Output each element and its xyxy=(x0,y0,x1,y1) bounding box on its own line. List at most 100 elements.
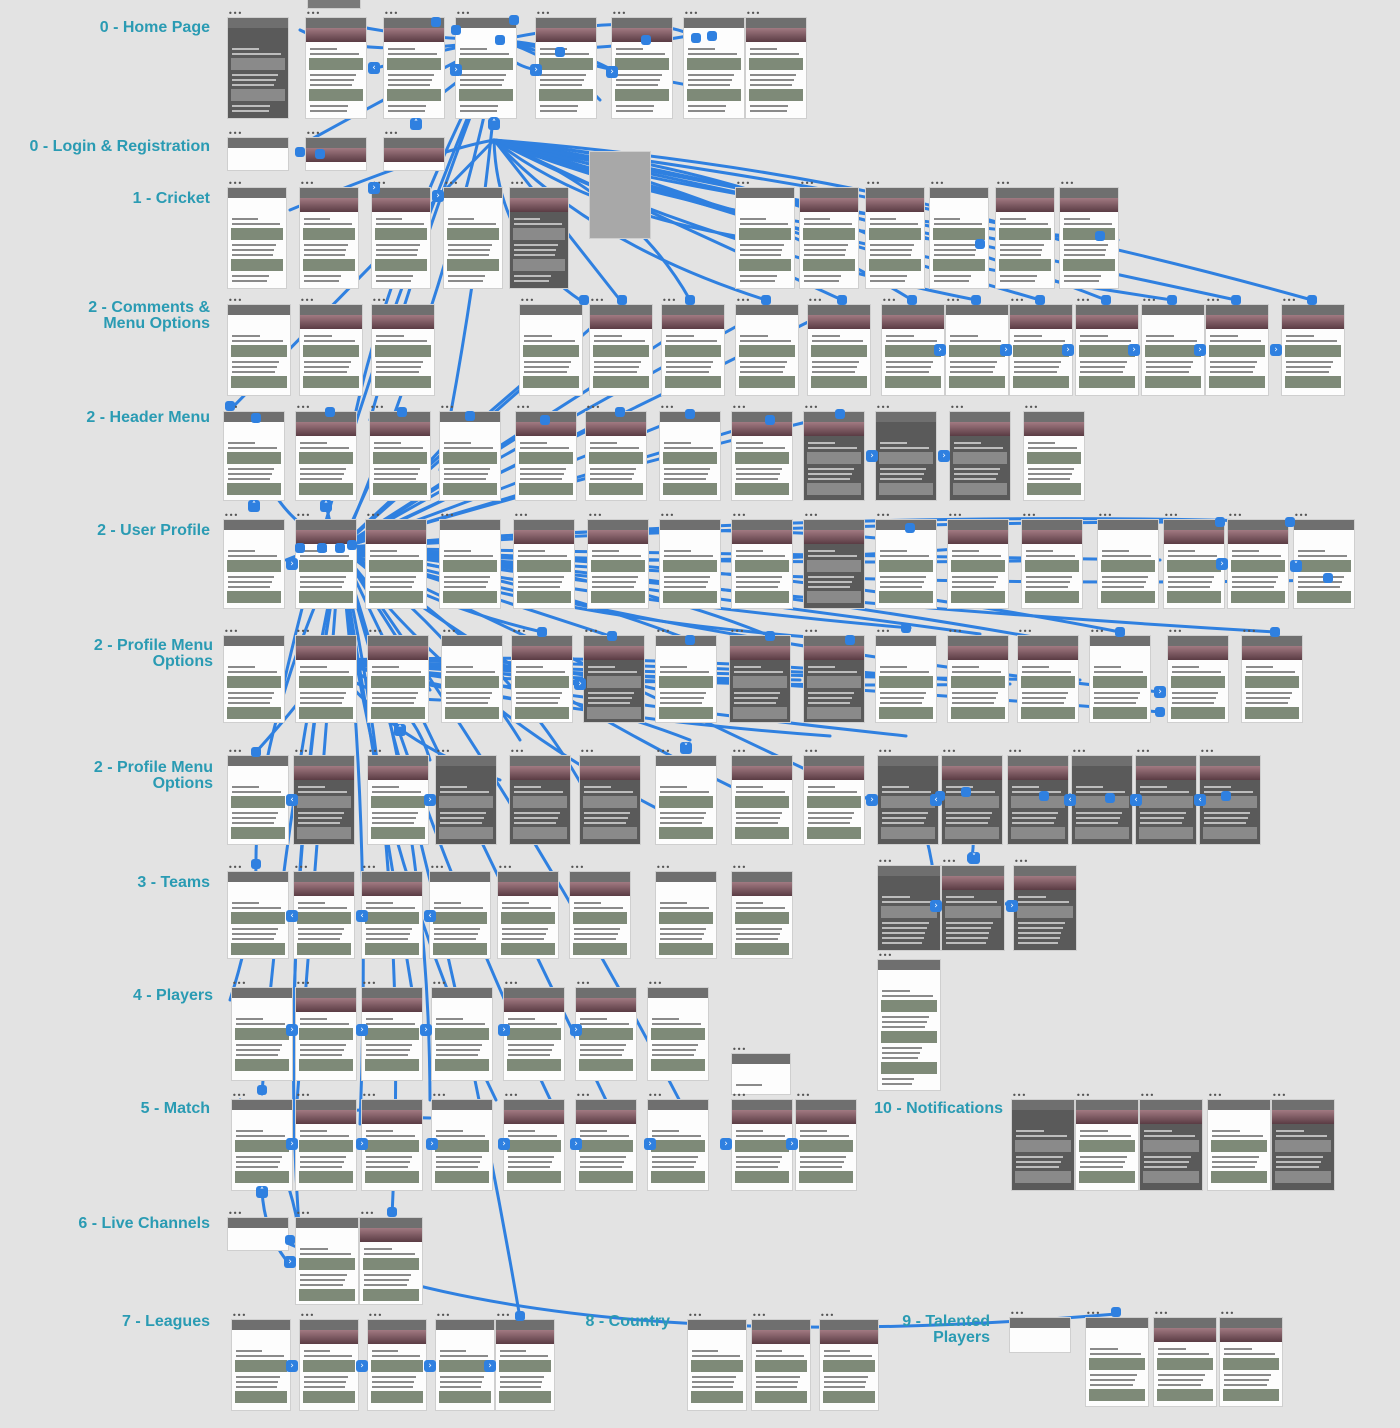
screen-artboard[interactable]: ••• xyxy=(796,1092,856,1190)
screen-artboard[interactable]: ••• xyxy=(570,864,630,958)
screen-artboard[interactable]: ••• xyxy=(660,404,720,500)
artboard-menu-icon[interactable]: ••• xyxy=(684,9,699,18)
screen-artboard[interactable]: ••• xyxy=(510,180,568,288)
screen-artboard[interactable]: ••• xyxy=(1008,748,1068,844)
screen-artboard[interactable]: ••• xyxy=(440,512,500,608)
artboard-menu-icon[interactable]: ••• xyxy=(950,403,965,412)
link-hotspot[interactable] xyxy=(325,407,335,417)
screen-artboard[interactable]: ••• xyxy=(946,297,1008,395)
artboard-menu-icon[interactable]: ••• xyxy=(942,857,957,866)
artboard-menu-icon[interactable]: ••• xyxy=(660,511,675,520)
screen-artboard[interactable]: ••• xyxy=(368,748,428,844)
screen-artboard[interactable]: ••• xyxy=(876,628,936,722)
transition-down-icon[interactable]: ˅ xyxy=(1290,560,1302,572)
transition-right-icon[interactable]: › xyxy=(1216,558,1228,570)
screen-artboard[interactable]: ••• xyxy=(520,297,582,395)
artboard-menu-icon[interactable]: ••• xyxy=(510,747,525,756)
artboard-menu-icon[interactable]: ••• xyxy=(1282,296,1297,305)
link-hotspot[interactable] xyxy=(1111,1307,1121,1317)
artboard-menu-icon[interactable]: ••• xyxy=(294,747,309,756)
screen-artboard[interactable]: ••• xyxy=(1208,1092,1270,1190)
link-hotspot[interactable] xyxy=(907,295,917,305)
screen-artboard[interactable]: ••• xyxy=(232,1312,290,1410)
artboard-menu-icon[interactable]: ••• xyxy=(688,1311,703,1320)
artboard-menu-icon[interactable]: ••• xyxy=(796,1091,811,1100)
screen-artboard[interactable]: ••• xyxy=(688,1312,746,1410)
artboard-menu-icon[interactable]: ••• xyxy=(1060,179,1075,188)
screen-artboard[interactable]: ••• xyxy=(1200,748,1260,844)
artboard-menu-icon[interactable]: ••• xyxy=(440,403,455,412)
screen-artboard[interactable]: ••• xyxy=(224,512,284,608)
artboard-menu-icon[interactable]: ••• xyxy=(580,747,595,756)
screen-artboard[interactable]: ••• xyxy=(1018,628,1078,722)
artboard-menu-icon[interactable]: ••• xyxy=(804,403,819,412)
screen-artboard[interactable]: ••• xyxy=(662,297,724,395)
artboard-menu-icon[interactable]: ••• xyxy=(942,747,957,756)
screen-artboard[interactable]: ••• xyxy=(800,180,858,288)
link-hotspot[interactable] xyxy=(347,540,357,550)
transition-left-icon[interactable]: ‹ xyxy=(356,910,368,922)
transition-right-icon[interactable]: › xyxy=(286,1138,298,1150)
link-hotspot[interactable] xyxy=(765,631,775,641)
screen-artboard[interactable]: ••• xyxy=(660,512,720,608)
screen-artboard[interactable]: ••• xyxy=(306,10,366,118)
link-hotspot[interactable] xyxy=(1039,791,1049,801)
screen-artboard[interactable]: ••• xyxy=(1282,297,1344,395)
artboard-menu-icon[interactable]: ••• xyxy=(930,179,945,188)
screen-artboard[interactable]: ••• xyxy=(1140,1092,1202,1190)
screen-artboard[interactable]: ••• xyxy=(656,748,716,844)
artboard-menu-icon[interactable]: ••• xyxy=(648,1091,663,1100)
artboard-menu-icon[interactable]: ••• xyxy=(1010,1309,1025,1318)
link-hotspot[interactable] xyxy=(555,47,565,57)
transition-right-icon[interactable]: › xyxy=(1062,344,1074,356)
transition-right-icon[interactable]: › xyxy=(484,1360,496,1372)
link-hotspot[interactable] xyxy=(540,415,550,425)
link-hotspot[interactable] xyxy=(685,409,695,419)
artboard-menu-icon[interactable]: ••• xyxy=(514,511,529,520)
artboard-menu-icon[interactable]: ••• xyxy=(732,747,747,756)
screen-artboard[interactable]: ••• xyxy=(296,404,356,500)
artboard-menu-icon[interactable]: ••• xyxy=(296,627,311,636)
screen-artboard[interactable]: ••• xyxy=(648,1092,708,1190)
artboard-menu-icon[interactable]: ••• xyxy=(294,863,309,872)
artboard-menu-icon[interactable]: ••• xyxy=(804,747,819,756)
transition-up-icon[interactable]: ˄ xyxy=(394,724,406,736)
transition-right-icon[interactable]: › xyxy=(720,1138,732,1150)
artboard-menu-icon[interactable]: ••• xyxy=(882,296,897,305)
artboard-menu-icon[interactable]: ••• xyxy=(296,1209,311,1218)
link-hotspot[interactable] xyxy=(465,411,475,421)
screen-artboard[interactable]: ••• xyxy=(752,1312,810,1410)
artboard-menu-icon[interactable]: ••• xyxy=(362,979,377,988)
artboard-menu-icon[interactable]: ••• xyxy=(1272,1091,1287,1100)
artboard-menu-icon[interactable]: ••• xyxy=(504,1091,519,1100)
link-hotspot[interactable] xyxy=(1095,231,1105,241)
link-hotspot[interactable] xyxy=(579,295,589,305)
artboard-menu-icon[interactable]: ••• xyxy=(372,296,387,305)
link-hotspot[interactable] xyxy=(685,295,695,305)
link-hotspot[interactable] xyxy=(397,407,407,417)
screen-artboard[interactable]: ••• xyxy=(942,858,1004,950)
screen-artboard[interactable]: ••• xyxy=(586,404,646,500)
link-hotspot[interactable] xyxy=(451,25,461,35)
artboard-menu-icon[interactable]: ••• xyxy=(232,979,247,988)
screen-artboard[interactable]: ••• xyxy=(372,180,430,288)
artboard-menu-icon[interactable]: ••• xyxy=(228,179,243,188)
screen-artboard[interactable]: ••• xyxy=(384,130,444,170)
screen-artboard[interactable]: ••• xyxy=(1272,1092,1334,1190)
screen-artboard[interactable]: ••• xyxy=(360,1210,422,1304)
link-hotspot[interactable] xyxy=(1231,295,1241,305)
artboard-menu-icon[interactable]: ••• xyxy=(804,511,819,520)
artboard-menu-icon[interactable]: ••• xyxy=(432,979,447,988)
artboard-menu-icon[interactable]: ••• xyxy=(536,9,551,18)
transition-up-icon[interactable]: ˄ xyxy=(410,118,422,130)
artboard-menu-icon[interactable]: ••• xyxy=(732,403,747,412)
artboard-menu-icon[interactable]: ••• xyxy=(228,9,243,18)
link-hotspot[interactable] xyxy=(905,523,915,533)
artboard-menu-icon[interactable]: ••• xyxy=(876,511,891,520)
screen-artboard[interactable]: ••• xyxy=(1024,404,1084,500)
screen-artboard[interactable]: ••• xyxy=(368,1312,426,1410)
link-hotspot[interactable] xyxy=(295,147,305,157)
screen-artboard[interactable]: ••• xyxy=(820,1312,878,1410)
transition-left-icon[interactable]: ‹ xyxy=(286,910,298,922)
screen-artboard[interactable]: ••• xyxy=(732,404,792,500)
